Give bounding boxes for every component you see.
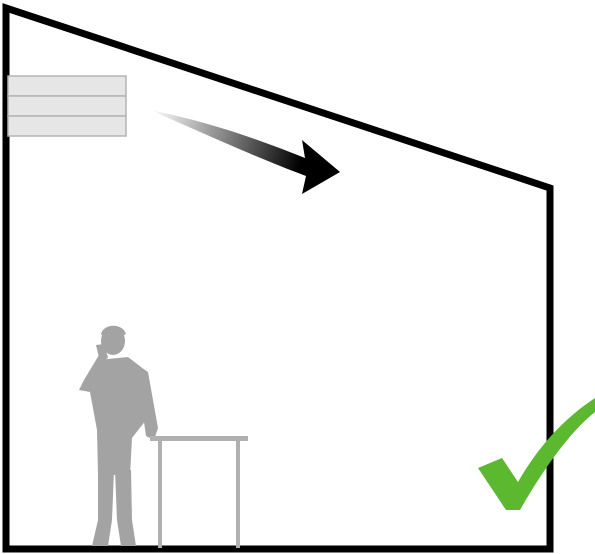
table-icon [150, 436, 248, 548]
air-vent-icon [7, 75, 127, 137]
airflow-arrow-icon [150, 110, 340, 194]
person-icon [79, 325, 158, 546]
room-outline [2, 3, 554, 553]
check-mark-icon [478, 398, 595, 510]
